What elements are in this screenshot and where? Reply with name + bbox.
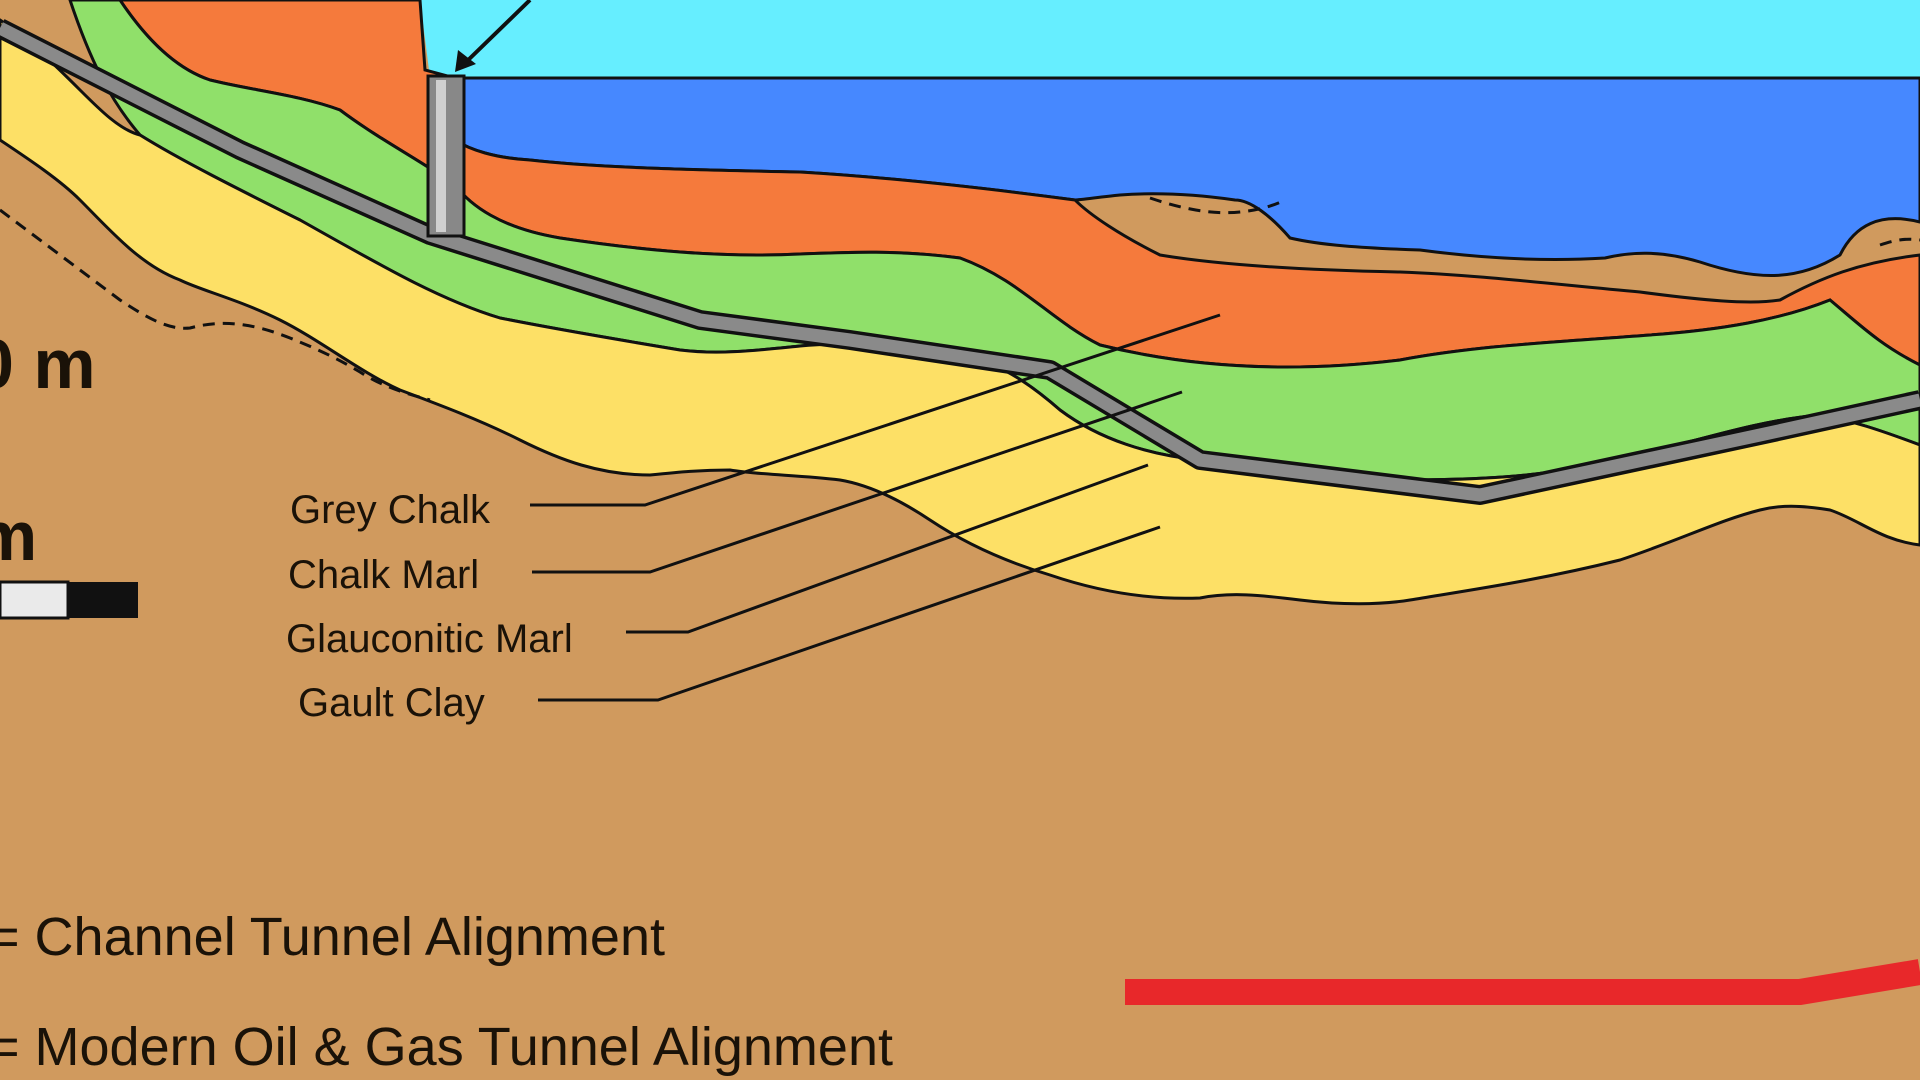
label-glauconitic-marl: Glauconitic Marl	[286, 617, 573, 661]
scale-label-lower: m	[0, 497, 37, 575]
dashed-contact-left	[0, 208, 431, 402]
dashed-contact-far-right	[1879, 237, 1920, 247]
scale-bar-white	[0, 580, 70, 620]
oil-gas-tunnel-alignment	[1125, 959, 1920, 1005]
leader-chalk-marl	[532, 390, 1183, 574]
label-chalk-marl: Chalk Marl	[288, 553, 479, 597]
label-grey-chalk: Grey Chalk	[290, 488, 491, 532]
legend-oil-gas-tunnel: = Modern Oil & Gas Tunnel Alignment	[0, 1017, 893, 1077]
sky-region	[420, 0, 1920, 78]
scale-bar-black	[68, 582, 138, 618]
access-shaft-highlight	[436, 80, 446, 232]
glauconitic-marl-layer	[0, 18, 1920, 606]
channel-tunnel-alignment-fill	[0, 22, 1920, 502]
leader-grey-chalk	[530, 313, 1221, 507]
pointer-arrow	[460, 0, 532, 68]
legend-channel-tunnel: = Channel Tunnel Alignment	[0, 907, 665, 967]
dashed-contact-right	[1149, 196, 1286, 215]
pointer-arrow-head	[455, 50, 476, 72]
label-gault-clay: Gault Clay	[298, 681, 485, 725]
scale-label-upper: 0 m	[0, 325, 96, 403]
leader-gault-clay	[538, 525, 1161, 702]
leader-glauconitic-marl	[626, 463, 1149, 634]
